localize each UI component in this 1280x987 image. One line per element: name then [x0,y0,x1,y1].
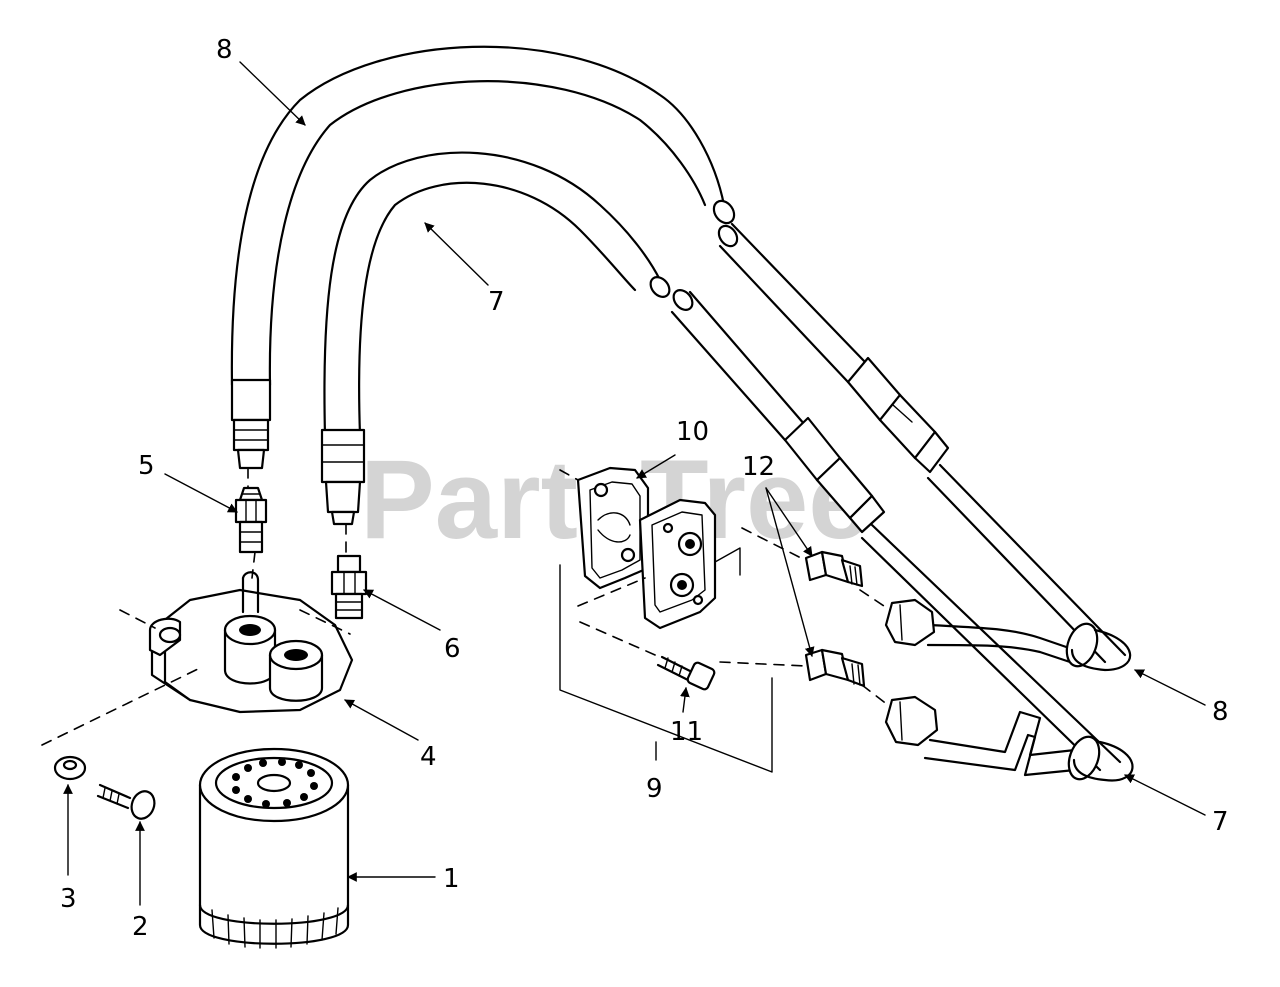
callout-12: 12 [742,452,775,482]
tube-nut-lower[interactable] [884,695,939,747]
hose-7[interactable] [323,151,807,442]
filter-holes [232,758,318,808]
part-9-mount-plate[interactable] [638,498,717,630]
callout-3: 3 [60,884,77,914]
part-12-fitting-upper[interactable] [804,550,864,588]
alignment-lines [41,467,891,746]
callout-5: 5 [138,451,155,481]
part-4-filter-adapter[interactable] [148,571,354,714]
hose-8-right-fitting[interactable] [846,356,950,474]
part-11-screw[interactable] [656,655,716,691]
tube-nut-upper[interactable] [884,598,936,647]
callout-7-top: 7 [488,287,505,317]
part-2-bolt[interactable] [96,783,158,822]
part-1-oil-filter[interactable] [198,747,350,949]
rigid-tubes[interactable] [860,463,1134,783]
hose-7-right-fitting[interactable] [783,416,886,534]
part-5-adapter-fitting[interactable] [234,486,268,554]
callout-2: 2 [132,912,149,942]
hose-7-fitting[interactable] [320,428,366,526]
callout-11: 11 [670,717,703,747]
callout-9: 9 [646,774,663,804]
callout-8-top: 8 [216,35,233,65]
part-9-assembly-bracket [559,564,773,773]
part-6-adapter-fitting[interactable] [330,554,368,620]
callout-4: 4 [420,742,437,772]
hose-8[interactable] [230,45,867,387]
callout-1: 1 [443,864,460,894]
leader-arrows [63,61,1206,906]
hose-8-fitting[interactable] [230,378,272,470]
callout-6: 6 [444,634,461,664]
part-12-fitting-lower[interactable] [804,648,866,688]
callout-7-right: 7 [1212,807,1229,837]
part-10-gasket[interactable] [576,466,650,590]
callout-10: 10 [676,417,709,447]
callout-8-right: 8 [1212,697,1229,727]
part-3-washer[interactable] [53,755,87,781]
